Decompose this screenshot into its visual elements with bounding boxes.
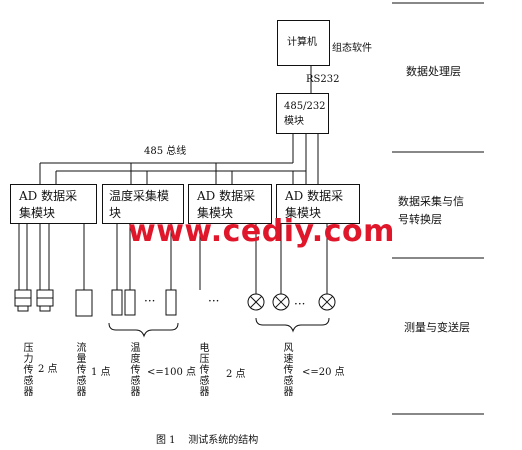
pressure-sensor-icon (14, 289, 32, 312)
rs232-label: RS232 (306, 74, 340, 85)
voltage-ellipsis: ··· (208, 294, 220, 308)
wind-sensor-icon (247, 293, 265, 311)
converter-label-line2: 模块 (284, 116, 304, 127)
pressure-count: 2 点 (38, 364, 58, 375)
converter-box: 485/232 模块 (276, 93, 329, 134)
bus-label: 485 总线 (144, 146, 187, 157)
software-label: 组态软件 (332, 43, 372, 54)
temperature-sensor-label: 温度传感器 (130, 343, 141, 398)
ad-module-box: AD 数据采 集模块 (276, 184, 360, 224)
temperature-ellipsis: ··· (144, 294, 156, 308)
figure-caption: 图 1 测试系统的结构 (156, 435, 259, 446)
module-label-line1: AD 数据采 (197, 189, 256, 203)
module-label-line1: AD 数据采 (19, 189, 78, 203)
wind-sensor-icon (318, 293, 336, 311)
module-label-line1: 温度采集模 (109, 189, 170, 203)
wind-sensor-icon (272, 293, 290, 311)
pressure-sensor-icon (36, 289, 54, 312)
wind-ellipsis: ··· (294, 297, 306, 311)
layer-label-acquisition-line1: 数据采集与信 (398, 195, 464, 208)
wind-count: <=20 点 (302, 367, 345, 378)
converter-label-line1: 485/232 (284, 101, 326, 112)
module-label-line2: 集模块 (19, 206, 56, 220)
layer-label-acquisition-line2: 号转换层 (398, 213, 442, 226)
module-label-line2: 集模块 (197, 206, 234, 220)
voltage-sensor-label: 电压传感器 (199, 343, 210, 398)
voltage-count: 2 点 (226, 369, 246, 380)
ad-module-box: AD 数据采 集模块 (10, 184, 97, 224)
flow-sensor-label: 流量传感器 (76, 343, 87, 398)
wind-group-brace (255, 317, 330, 333)
module-label-line2: 集模块 (285, 206, 322, 220)
pressure-sensor-label: 压力传感器 (23, 343, 34, 398)
flow-sensor-icon (75, 289, 93, 317)
wind-sensor-label: 风速传感器 (283, 343, 294, 398)
temperature-module-box: 温度采集模 块 (102, 184, 184, 224)
module-label-line1: AD 数据采 (285, 189, 344, 203)
flow-count: 1 点 (91, 367, 111, 378)
computer-label: 计算机 (287, 37, 317, 48)
temperature-group-brace (108, 322, 179, 338)
temperature-count: <=100 点 (147, 367, 197, 378)
layer-label-processing: 数据处理层 (406, 65, 461, 78)
temperature-sensor-icon (124, 289, 136, 316)
computer-box: 计算机 (277, 20, 330, 66)
watermark-text: www.cediy.com (128, 214, 395, 249)
ad-module-box: AD 数据采 集模块 (188, 184, 272, 224)
layer-label-measurement: 测量与变送层 (404, 321, 470, 334)
temperature-sensor-icon (111, 289, 123, 316)
temperature-sensor-icon (165, 289, 177, 316)
module-label-line2: 块 (109, 206, 122, 220)
